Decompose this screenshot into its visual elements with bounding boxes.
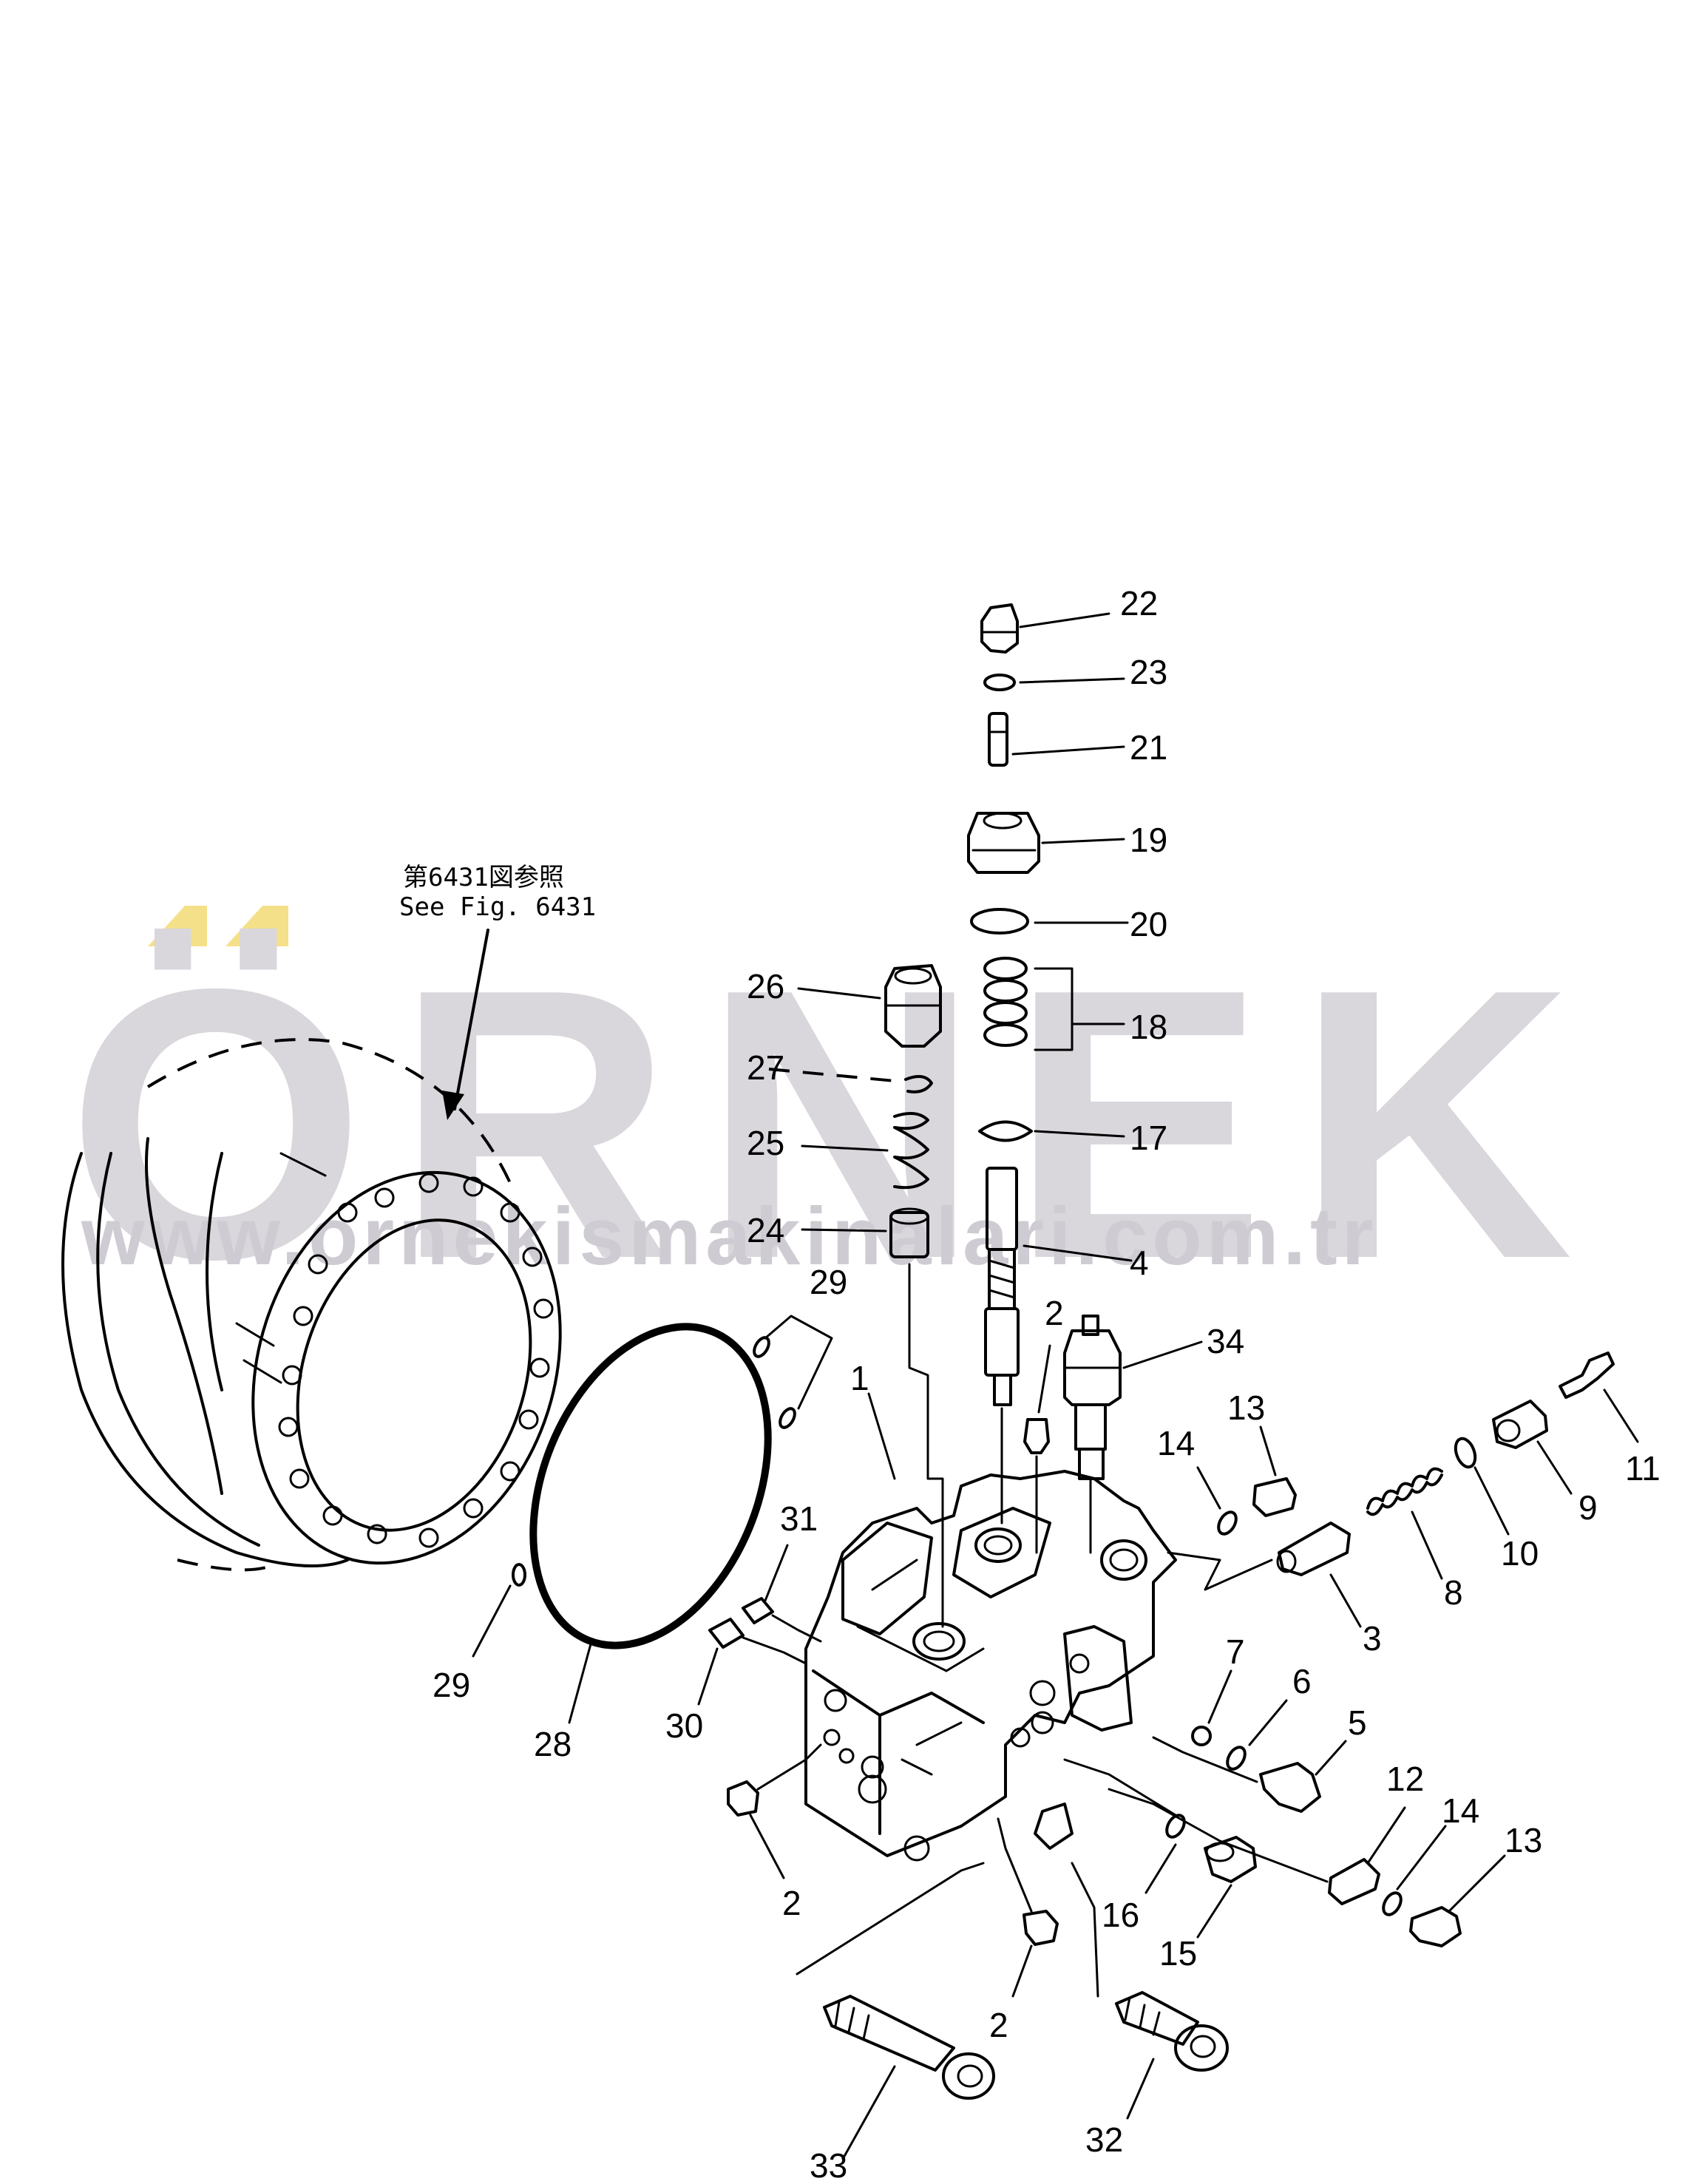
plug-19 — [967, 812, 1125, 874]
watermark-url: www.ornekismakinalari.com.tr — [81, 1191, 1377, 1282]
part-label-25: 25 — [747, 1124, 784, 1162]
motor-housing-reference — [61, 1038, 562, 1572]
part-label-26: 26 — [747, 967, 784, 1005]
plug-26 — [797, 964, 942, 1048]
part-label-31: 31 — [780, 1499, 818, 1538]
part-label-2-left: 2 — [782, 1884, 801, 1922]
o-ring-28 — [529, 1323, 772, 1649]
watermark: ÖRNEK www.ornekismakinalari.com.tr — [67, 906, 1603, 1339]
part-label-1: 1 — [850, 1359, 869, 1397]
part-label-22: 22 — [1120, 584, 1158, 623]
o-rings-29 — [512, 1336, 796, 1587]
spring-8 — [1366, 1467, 1443, 1580]
reference-note: 第6431図参照 See Fig. 6431 — [399, 863, 596, 1120]
reference-arrow-shaft — [453, 929, 489, 1110]
o-ring-20 — [970, 908, 1129, 935]
part-label-13-lower: 13 — [1505, 1821, 1542, 1859]
part-label-17: 17 — [1130, 1119, 1167, 1157]
ball-7 — [1191, 1669, 1232, 1746]
part-label-2-lower: 2 — [989, 2006, 1008, 2044]
part-label-32: 32 — [1085, 2120, 1123, 2159]
part-label-14-upper: 14 — [1157, 1424, 1195, 1462]
plug-5 — [1152, 1736, 1347, 1813]
part-label-27: 27 — [747, 1048, 784, 1087]
watermark-accent-left — [148, 906, 207, 946]
pin-31 — [742, 1544, 822, 1643]
bolt-33 — [796, 1862, 995, 2160]
part-label-33: 33 — [810, 2146, 847, 2184]
part-number-labels: 1 2 2 2 3 4 5 6 7 8 9 10 11 12 13 13 14 … — [433, 584, 1661, 2184]
fitting-11 — [1559, 1352, 1639, 1443]
part-label-11: 11 — [1625, 1449, 1661, 1488]
part-label-34: 34 — [1207, 1322, 1244, 1360]
part-label-9: 9 — [1578, 1488, 1598, 1527]
plug-15 — [1196, 1836, 1257, 1939]
part-label-21: 21 — [1130, 728, 1167, 767]
part-label-14-lower: 14 — [1442, 1791, 1479, 1830]
shims-18 — [983, 957, 1125, 1051]
part-label-12: 12 — [1386, 1760, 1424, 1798]
part-label-5: 5 — [1348, 1703, 1367, 1742]
part-label-10: 10 — [1501, 1534, 1539, 1573]
part-label-29-right: 29 — [810, 1263, 847, 1301]
part-label-20: 20 — [1130, 905, 1167, 943]
watermark-accent-right — [225, 906, 288, 946]
part-label-4: 4 — [1130, 1244, 1149, 1282]
o-ring-27 — [768, 1068, 933, 1093]
part-label-18: 18 — [1130, 1008, 1167, 1046]
part-label-29-left: 29 — [433, 1666, 470, 1704]
spool-4 — [984, 1167, 1133, 1525]
bolt-32 — [1071, 1862, 1229, 2120]
spring-25 — [801, 1112, 929, 1190]
part-label-16: 16 — [1102, 1896, 1139, 1934]
plug-2-left — [727, 1743, 822, 1879]
part-label-30: 30 — [665, 1706, 703, 1745]
watermark-brand: ÖRNEK — [67, 909, 1603, 1339]
reference-note-japanese: 第6431図参照 — [403, 863, 564, 892]
part-label-24: 24 — [747, 1211, 784, 1249]
part-label-3: 3 — [1363, 1619, 1382, 1658]
o-ring-6 — [1226, 1699, 1288, 1771]
part-label-13-upper: 13 — [1227, 1388, 1265, 1427]
valve-body-1 — [804, 1392, 1177, 1862]
spool-3 — [1167, 1522, 1362, 1628]
part-label-7: 7 — [1226, 1632, 1245, 1671]
o-ring-14-upper — [1196, 1466, 1238, 1536]
plug-22 — [980, 603, 1110, 654]
part-label-19: 19 — [1130, 821, 1167, 859]
part-label-2-top: 2 — [1045, 1294, 1064, 1332]
part-label-8: 8 — [1444, 1573, 1463, 1612]
spring-seat-17 — [978, 1120, 1125, 1142]
piston-12 — [1108, 1788, 1406, 1905]
part-label-23: 23 — [1130, 653, 1167, 691]
pin-30 — [697, 1618, 807, 1706]
plug-13-lower — [1409, 1854, 1506, 1947]
plug-2-lower — [997, 1817, 1059, 1998]
reference-note-english: See Fig. 6431 — [399, 892, 596, 922]
o-ring-23 — [983, 674, 1125, 691]
o-ring-14-lower — [1382, 1825, 1447, 1916]
part-label-15: 15 — [1159, 1934, 1197, 1973]
plug-9 — [1492, 1400, 1573, 1495]
plug-13-upper — [1252, 1425, 1297, 1517]
o-ring-16 — [1063, 1758, 1186, 1894]
plug-2-top — [1023, 1344, 1051, 1554]
part-label-6: 6 — [1292, 1662, 1312, 1700]
part-label-28: 28 — [534, 1725, 572, 1763]
relief-valve-34 — [1063, 1315, 1203, 1554]
o-ring-10 — [1454, 1437, 1510, 1536]
sleeve-24 — [801, 1207, 944, 1628]
piston-21 — [988, 712, 1125, 767]
